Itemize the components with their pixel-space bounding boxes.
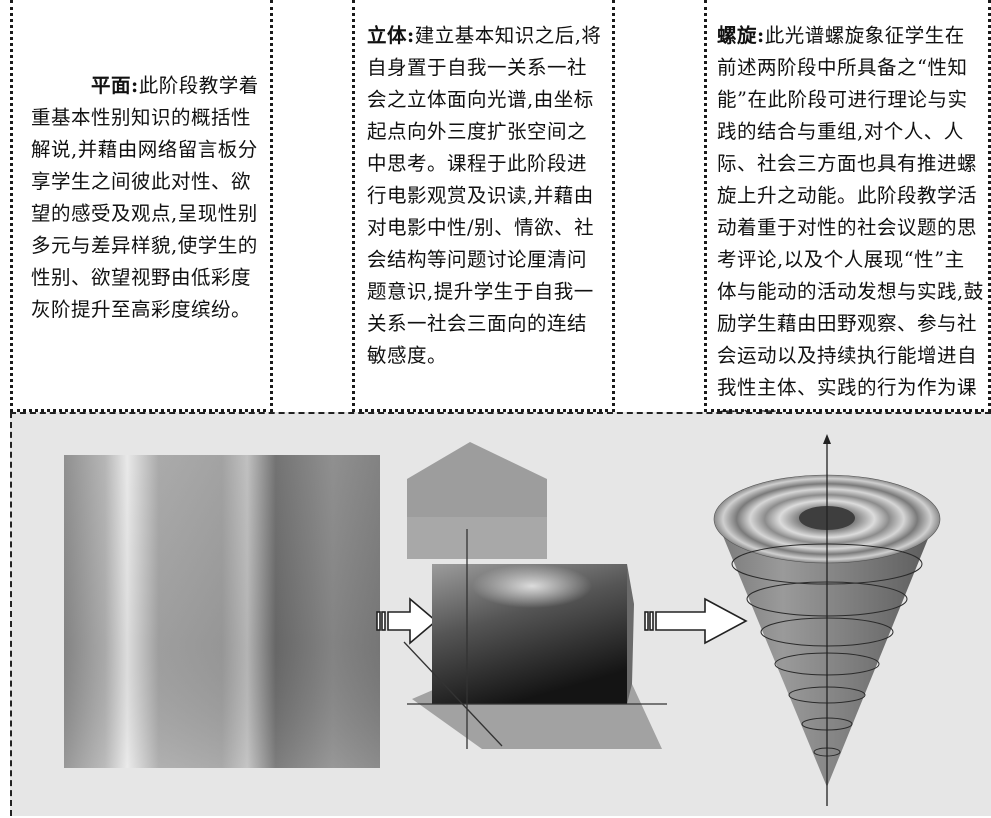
illustration-svg [64, 434, 941, 806]
illustration-panel [10, 412, 991, 816]
panel-lead: 螺旋: [717, 24, 765, 47]
arrow-right-icon [376, 597, 438, 645]
arrow-right-icon [644, 597, 748, 645]
panel-lead: 平面: [91, 74, 139, 97]
plane-gradient-square [64, 455, 380, 768]
panel-lead: 立体: [367, 24, 415, 47]
text-panel-spiral: 螺旋:此光谱螺旋象征学生在前述两阶段中所具备之“性知能”在此阶段可进行理论与实践… [704, 0, 991, 431]
solid-cube-illustration [403, 442, 667, 749]
spiral-cone-illustration [713, 434, 941, 806]
panel-text: 建立基本知识之后,将自身置于自我一关系一社会之立体面向光谱,由坐标起点向外三度扩… [367, 24, 602, 367]
text-panel-solid: 立体:建立基本知识之后,将自身置于自我一关系一社会之立体面向光谱,由坐标起点向外… [352, 0, 615, 412]
panel-text: 此阶段教学着重基本性别知识的概括性解说,并藉由网络留言板分享学生之间彼此对性、欲… [31, 74, 259, 321]
panel-text: 此光谱螺旋象征学生在前述两阶段中所具备之“性知能”在此阶段可进行理论与实践的结合… [717, 24, 984, 431]
text-panel-plane: 平面:此阶段教学着重基本性别知识的概括性解说,并藉由网络留言板分享学生之间彼此对… [10, 0, 273, 412]
